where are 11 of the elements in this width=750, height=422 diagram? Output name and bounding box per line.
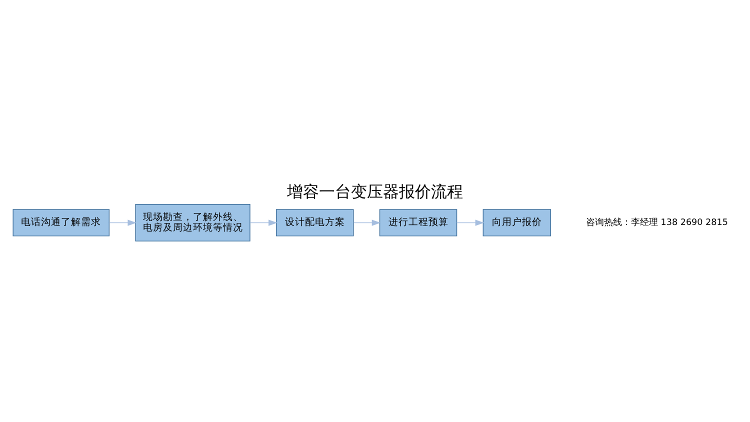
node-box: 向用户报价 [482,209,551,236]
node-box: 设计配电方案 [276,209,354,236]
node-box: 电话沟通了解需求 [12,209,110,236]
diagram-title: 增容一台变压器报价流程 [287,182,463,201]
arrow [456,220,484,226]
node-box: 现场勘查，了解外线、电房及周边环境等情况 [135,204,250,242]
label: 咨询热线：李经理 138 2690 2815 [586,218,728,228]
arrow [108,220,137,226]
arrow [353,220,381,226]
node-box: 进行工程预算 [379,209,458,236]
arrow [250,220,278,226]
